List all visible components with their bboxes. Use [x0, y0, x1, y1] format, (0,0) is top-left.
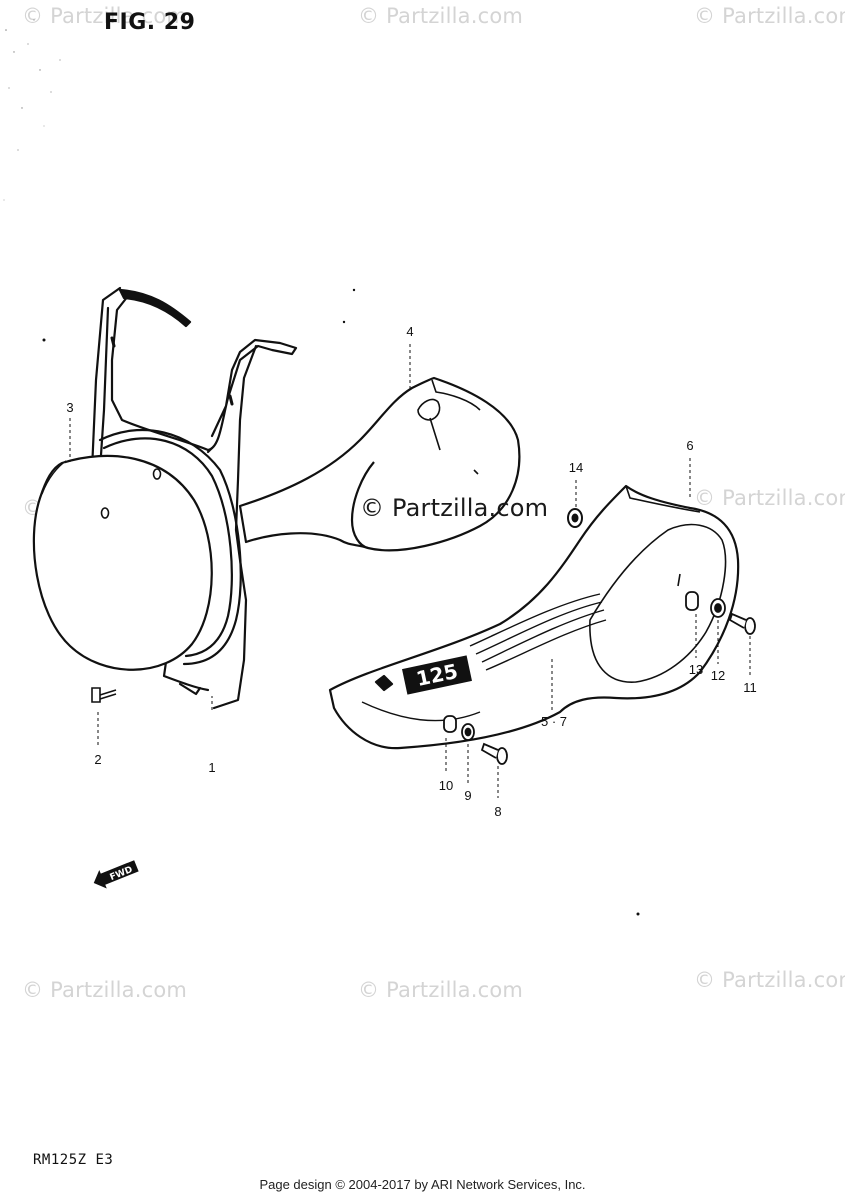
- fwd-arrow-label: FWD: [109, 865, 135, 883]
- part-badge: 125: [402, 655, 472, 695]
- part-8-bolt: [480, 742, 508, 765]
- part-12-washer: [710, 598, 726, 618]
- part-9-washer: [461, 723, 475, 741]
- part-13-collar: [685, 591, 699, 611]
- part-3-number-plate: [32, 454, 213, 671]
- watermark-bottom-right: © Partzilla.com: [694, 968, 845, 992]
- part-11-bolt: [728, 612, 756, 635]
- callout-2: 2: [94, 752, 101, 767]
- watermark-bottom-center: © Partzilla.com: [358, 978, 524, 1002]
- page-footer: Page design © 2004-2017 by ARI Network S…: [259, 1177, 586, 1192]
- callout-9: 9: [464, 788, 471, 803]
- callout-4: 4: [406, 324, 413, 339]
- callout-12: 12: [711, 668, 725, 683]
- fwd-arrow-icon: FWD: [93, 860, 139, 889]
- watermark-top-center: © Partzilla.com: [358, 4, 524, 28]
- callout-10: 10: [439, 778, 453, 793]
- scan-dots: [42, 288, 640, 916]
- callout-5-7: 5 · 7: [541, 714, 567, 729]
- part-10-collar: [443, 715, 457, 733]
- watermark-top-right: © Partzilla.com: [694, 4, 845, 28]
- figure-title: FIG. 29: [104, 10, 196, 35]
- callout-labels: 1 2 3 4 5 · 7 6 8 9 10 11 12 13 14: [66, 324, 756, 819]
- leader-lines: [69, 344, 751, 798]
- part-2-screw: [91, 687, 117, 703]
- callout-13: 13: [689, 662, 703, 677]
- part-4-side-cover-left: [238, 376, 521, 552]
- watermark-center: © Partzilla.com: [360, 494, 549, 522]
- callout-3: 3: [66, 400, 73, 415]
- callout-14: 14: [569, 460, 583, 475]
- scan-noise: [3, 19, 61, 201]
- callout-8: 8: [494, 804, 501, 819]
- watermark-top-left: © Partzilla.com: [22, 4, 188, 28]
- watermark-mid-right: © Partzilla.com: [694, 486, 845, 510]
- callout-1: 1: [208, 760, 215, 775]
- watermark-bottom-left: © Partzilla.com: [22, 978, 188, 1002]
- callout-6: 6: [686, 438, 693, 453]
- model-code: RM125Z E3: [33, 1152, 114, 1168]
- part-14-grommet: [567, 508, 583, 528]
- callout-11: 11: [743, 680, 757, 695]
